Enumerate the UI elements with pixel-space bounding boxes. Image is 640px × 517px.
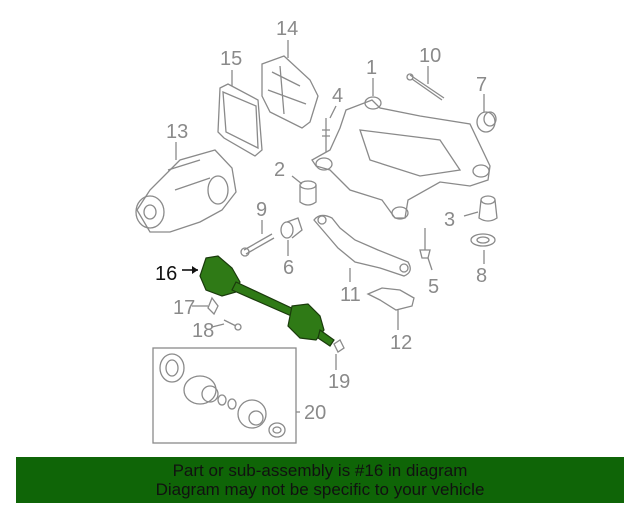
callout-7: 7 (476, 74, 488, 96)
callout-17: 17 (173, 297, 196, 319)
differential-part-13 (135, 149, 237, 233)
bolt-part-10 (409, 74, 445, 101)
callout-2: 2 (274, 159, 286, 181)
arrow-16 (192, 266, 198, 274)
callout-12: 12 (390, 332, 413, 354)
bushing-part-7 (476, 111, 497, 133)
nut-part-19 (333, 339, 345, 353)
leader-lines (175, 40, 485, 413)
bushing-part-2 (299, 180, 317, 206)
callout-4: 4 (332, 85, 344, 107)
callout-5: 5 (428, 276, 440, 298)
bolt-part-9 (243, 233, 275, 255)
callout-3: 3 (444, 209, 456, 231)
bracket-part-12 (366, 287, 415, 311)
info-banner: Part or sub-assembly is #16 in diagram D… (16, 457, 624, 503)
callout-1: 1 (366, 57, 378, 79)
callout-6: 6 (283, 257, 295, 279)
callout-8: 8 (476, 265, 488, 287)
callout-19: 19 (328, 371, 351, 393)
crossmember-part-1 (311, 96, 491, 220)
boot-kit-box-part-20 (152, 347, 297, 444)
gasket-part-15 (217, 83, 263, 157)
callout-9: 9 (256, 199, 268, 221)
washer-part-8 (470, 233, 496, 247)
callout-20: 20 (304, 402, 327, 424)
axle-shaft-part-16 (199, 255, 335, 347)
boot-kit-parts (159, 353, 286, 438)
banner-line-2: Diagram may not be specific to your vehi… (155, 480, 485, 499)
stud-part-4 (322, 118, 330, 152)
callout-13: 13 (166, 121, 189, 143)
stud-part-5 (419, 228, 431, 259)
callout-16: 16 (155, 263, 178, 285)
callout-14: 14 (276, 18, 299, 40)
callout-11: 11 (340, 284, 361, 306)
callout-15: 15 (220, 48, 243, 70)
bushing-part-6 (280, 217, 303, 239)
callout-10: 10 (419, 45, 442, 67)
banner-line-1: Part or sub-assembly is #16 in diagram (172, 461, 468, 480)
callout-18: 18 (192, 320, 215, 342)
clip-part-17 (207, 296, 219, 316)
mount-part-3 (478, 195, 498, 222)
cover-part-14 (261, 55, 319, 129)
bolt-part-18 (223, 319, 237, 327)
link-part-11 (313, 214, 411, 277)
